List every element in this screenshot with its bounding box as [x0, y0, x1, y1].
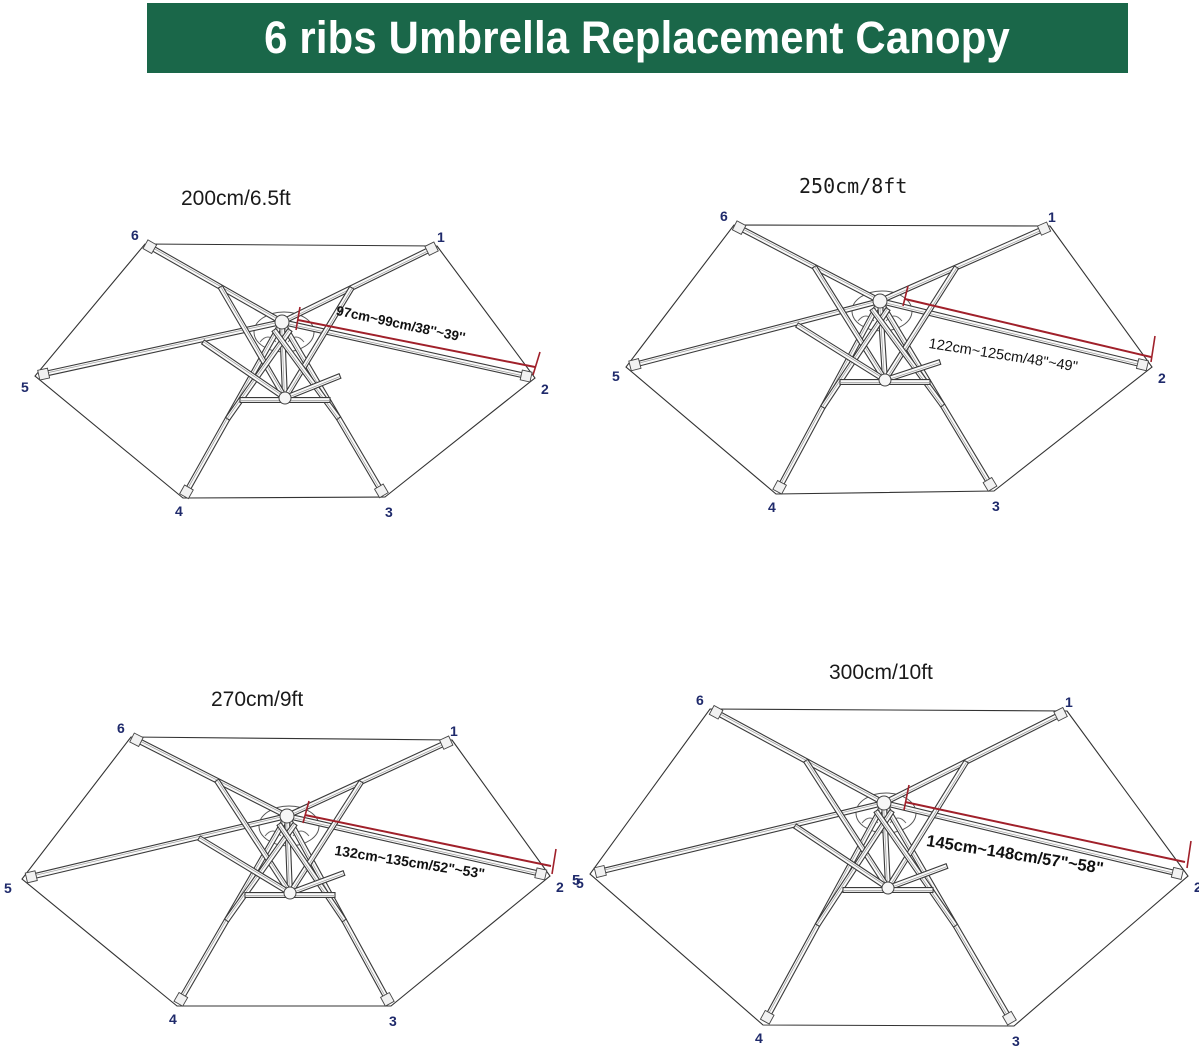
measurement-tick-end	[551, 848, 557, 875]
hub-cap	[876, 795, 892, 811]
rib-tip-cap	[373, 483, 389, 499]
rib-tip-cap	[173, 991, 189, 1007]
vertex-label-1: 1	[1048, 209, 1056, 225]
rib-tip-cap	[379, 991, 395, 1007]
vertex-label-2: 2	[1194, 879, 1199, 895]
canopy-outline	[21, 736, 551, 1007]
measurement-tick-start	[302, 800, 310, 824]
vertex-label-2: 2	[541, 381, 549, 397]
vertex-label-6: 6	[720, 208, 728, 224]
rib-tip-cap	[708, 704, 724, 720]
measurement-line	[297, 319, 536, 368]
rib-6	[714, 709, 886, 806]
vertex-label-6: 6	[696, 692, 704, 708]
vertex-label-4: 4	[175, 503, 183, 519]
vertex-label-4: 4	[768, 499, 776, 515]
vertex-label-2: 2	[1158, 370, 1166, 386]
vertex-label-5: 5	[576, 875, 584, 891]
canopy-outline	[625, 224, 1153, 495]
hub-cap	[274, 314, 290, 330]
vertex-label-6: 6	[117, 720, 125, 736]
size-label: 300cm/10ft	[829, 661, 933, 684]
base-runner	[278, 391, 292, 405]
vertex-label-2: 2	[556, 879, 564, 895]
rib-tip-cap	[759, 1009, 775, 1025]
rib-tip-cap	[142, 239, 158, 255]
vertex-label-3: 3	[992, 498, 1000, 514]
measurement-line	[304, 814, 552, 867]
rib-tip-cap	[129, 732, 144, 748]
canopy-outline	[34, 243, 536, 499]
measurement-line	[904, 801, 1186, 863]
page-title: 6 ribs Umbrella Replacement Canopy	[264, 12, 1011, 63]
rib-tip-cap	[982, 476, 998, 492]
vertex-label-6: 6	[131, 227, 139, 243]
measurement-tick-end	[1186, 840, 1192, 869]
vertex-label-1: 1	[1065, 694, 1073, 710]
measurement-tick-start	[902, 285, 909, 307]
rib-tip-cap	[731, 220, 747, 236]
vertex-label-3: 3	[385, 504, 393, 520]
vertex-label-3: 3	[1012, 1033, 1020, 1049]
strut-3	[271, 327, 342, 421]
base-runner	[878, 373, 892, 387]
measurement-tick-end	[1150, 335, 1156, 363]
stray-vertex-label: 5	[572, 872, 581, 889]
vertex-label-1: 1	[437, 229, 445, 245]
rib-tip-cap	[1036, 221, 1052, 236]
rib-tip-cap	[1053, 706, 1068, 722]
rib-tip-cap	[628, 358, 642, 372]
vertex-label-5: 5	[612, 368, 620, 384]
rib-tip-cap	[519, 369, 533, 383]
measurement-tick-start	[295, 306, 301, 331]
size-label: 250cm/8ft	[799, 174, 908, 198]
rib-tip-cap	[1170, 866, 1184, 881]
base-runner	[283, 886, 297, 900]
vertex-label-1: 1	[450, 723, 458, 739]
rib-tip-cap	[24, 870, 38, 884]
rib-tip-cap	[37, 367, 51, 381]
measurement-tick-start	[903, 784, 910, 811]
vertex-label-5: 5	[4, 880, 12, 896]
vertex-label-4: 4	[169, 1011, 177, 1027]
rib-tip-cap	[593, 864, 607, 879]
hub-cap	[279, 808, 295, 824]
title-banner: 6 ribs Umbrella Replacement Canopy	[147, 3, 1128, 73]
rib-tip-cap	[1135, 358, 1150, 372]
rib-tip-cap	[179, 484, 194, 500]
rib-tip-cap	[438, 735, 454, 750]
rib-tip-cap	[424, 241, 439, 256]
hub-cap	[872, 293, 888, 309]
rib-tip-cap	[772, 479, 788, 495]
canopy-outline	[589, 708, 1189, 1027]
measurement-tick-end	[532, 351, 541, 376]
base-runner	[881, 881, 895, 895]
measurement-line	[904, 298, 1152, 358]
vertex-label-5: 5	[21, 379, 29, 395]
vertex-label-3: 3	[389, 1013, 397, 1029]
size-label: 200cm/6.5ft	[181, 187, 291, 210]
vertex-label-4: 4	[755, 1030, 763, 1046]
rib-tip-cap	[534, 867, 548, 881]
size-label: 270cm/9ft	[211, 688, 304, 711]
rib-1	[882, 711, 1063, 806]
rib-tip-cap	[1001, 1010, 1017, 1026]
